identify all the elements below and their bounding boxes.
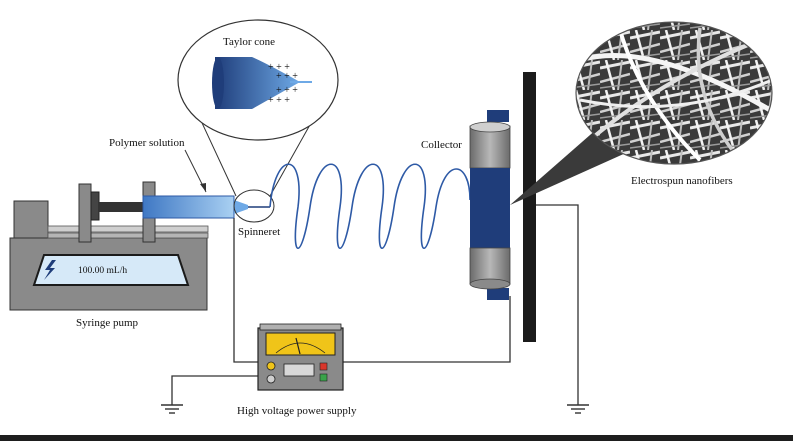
button-red bbox=[319, 362, 328, 371]
cone-base bbox=[212, 57, 224, 109]
spinneret-label: Spinneret bbox=[238, 226, 280, 238]
syringe-needle bbox=[234, 200, 248, 214]
pump-display-screen bbox=[32, 254, 190, 286]
taylor-cone-label: Taylor cone bbox=[223, 36, 275, 48]
lightning-icon bbox=[44, 260, 56, 280]
pump-rail-bottom bbox=[47, 232, 209, 239]
wire-supply-to-collector bbox=[343, 296, 511, 363]
charge-row-4: + + + bbox=[268, 95, 290, 106]
supply-readout bbox=[283, 363, 315, 377]
power-supply-label: High voltage power supply bbox=[237, 405, 357, 417]
nanofibers-label: Electrospun nanofibers bbox=[631, 175, 733, 187]
circuit-wiring bbox=[171, 204, 579, 405]
syringe-pump-label: Syringe pump bbox=[76, 317, 139, 329]
charge-row-1: + + + bbox=[268, 62, 290, 73]
collector-fiber-mat bbox=[470, 168, 510, 248]
collector-backplate bbox=[523, 72, 536, 342]
sem-frame bbox=[575, 21, 773, 165]
bottom-border bbox=[0, 435, 793, 441]
collector-label: Collector bbox=[421, 139, 462, 151]
collector-drum-cap bbox=[469, 121, 511, 133]
voltmeter-dial-icon bbox=[265, 332, 336, 356]
plunger-rod bbox=[99, 202, 143, 212]
collector-drum-bottom bbox=[469, 247, 511, 285]
collector-mount-bottom bbox=[487, 288, 509, 300]
polymer-solution-callout: Polymer solution bbox=[109, 137, 207, 193]
syringe bbox=[142, 195, 270, 219]
pump-display-readout: 100.00 mL/h bbox=[78, 266, 127, 276]
pump-clamp-left bbox=[78, 183, 92, 243]
collector-mount-top bbox=[487, 110, 509, 122]
wire-collector-ground bbox=[536, 204, 579, 405]
wire-spinneret-to-supply bbox=[233, 218, 258, 363]
meter-needle bbox=[295, 337, 301, 355]
sem-pointer bbox=[510, 128, 628, 205]
taylor-cone-shape bbox=[215, 57, 300, 109]
knob-yellow bbox=[266, 361, 276, 371]
charge-row-3: + + + bbox=[276, 85, 298, 96]
nanofiber-sem-callout: Electrospun nanofibers bbox=[510, 21, 773, 205]
whipping-jet-spiral bbox=[269, 163, 471, 250]
collector: Collector bbox=[421, 72, 536, 342]
ground-icon bbox=[567, 404, 589, 414]
charge-row-2: + + + bbox=[276, 71, 298, 82]
spinneret-highlight bbox=[233, 189, 275, 223]
knob-gray bbox=[266, 374, 276, 384]
collector-drum-base bbox=[469, 278, 511, 290]
sem-fibers bbox=[579, 27, 772, 162]
syringe-barrel bbox=[142, 195, 235, 219]
power-supply bbox=[257, 323, 344, 391]
ground-icon bbox=[161, 404, 183, 414]
pump-back-block bbox=[13, 200, 49, 244]
taylor-cone-zoom: Taylor cone + + + + + + + + + + + + bbox=[177, 19, 339, 197]
polymer-solution-label: Polymer solution bbox=[109, 137, 185, 149]
pump-rail-top bbox=[47, 225, 209, 233]
button-green bbox=[319, 373, 328, 382]
wire-supply-ground bbox=[171, 375, 258, 405]
power-supply-top bbox=[259, 323, 342, 331]
plunger-head bbox=[90, 191, 100, 221]
